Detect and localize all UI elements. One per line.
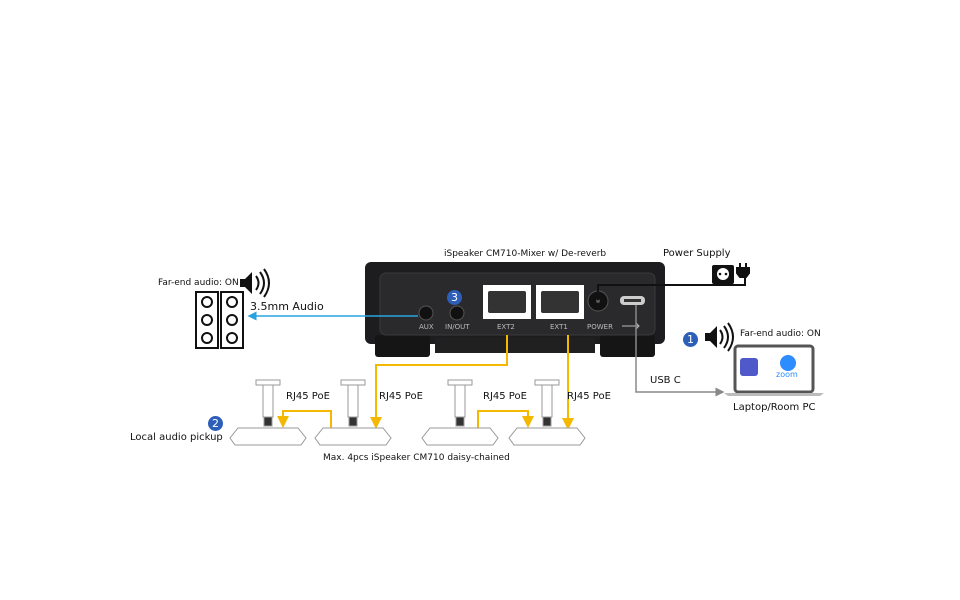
pc-farend-label: Far-end audio: ON xyxy=(740,329,821,339)
mic-4 xyxy=(508,379,586,446)
poe-label-1: RJ45 PoE xyxy=(286,391,330,402)
badge-2: 2 xyxy=(208,416,223,431)
port-label-ext1: EXT1 xyxy=(550,323,568,331)
mic-2 xyxy=(314,379,392,446)
mixer-device xyxy=(365,262,665,357)
port-label-power: POWER xyxy=(587,323,613,331)
left-farend-label: Far-end audio: ON xyxy=(158,278,239,288)
zoom-logo-text: zoom xyxy=(776,370,798,379)
external-speakers xyxy=(195,291,244,349)
speaker-icon-right xyxy=(705,322,734,352)
daisy-chain-caption: Max. 4pcs iSpeaker CM710 daisy-chained xyxy=(323,453,510,463)
poe-label-3: RJ45 PoE xyxy=(483,391,527,402)
audio-link-label: 3.5mm Audio xyxy=(250,300,324,313)
local-pickup-label: Local audio pickup xyxy=(130,432,223,443)
ceiling-mics xyxy=(229,379,586,446)
aux-jack xyxy=(418,305,434,321)
pc-label: Laptop/Room PC xyxy=(733,402,816,413)
inout-jack xyxy=(449,305,465,321)
badge-1: 1 xyxy=(683,332,698,347)
mic-1 xyxy=(229,379,307,446)
mic-3 xyxy=(421,379,499,446)
port-label-aux: AUX xyxy=(419,323,434,331)
zoom-icon xyxy=(780,355,796,371)
poe-label-4: RJ45 PoE xyxy=(567,391,611,402)
device-title: iSpeaker CM710-Mixer w/ De-reverb xyxy=(444,249,607,259)
laptop xyxy=(724,344,824,396)
usb-label: USB C xyxy=(650,375,681,386)
speaker-icon-left xyxy=(240,268,270,298)
plug-icon xyxy=(736,263,750,278)
port-label-inout: IN/OUT xyxy=(445,323,470,331)
power-supply-label: Power Supply xyxy=(663,248,731,259)
poe-label-2: RJ45 PoE xyxy=(379,391,423,402)
teams-icon xyxy=(740,358,758,376)
badge-3: 3 xyxy=(447,290,462,305)
port-label-ext2: EXT2 xyxy=(497,323,515,331)
